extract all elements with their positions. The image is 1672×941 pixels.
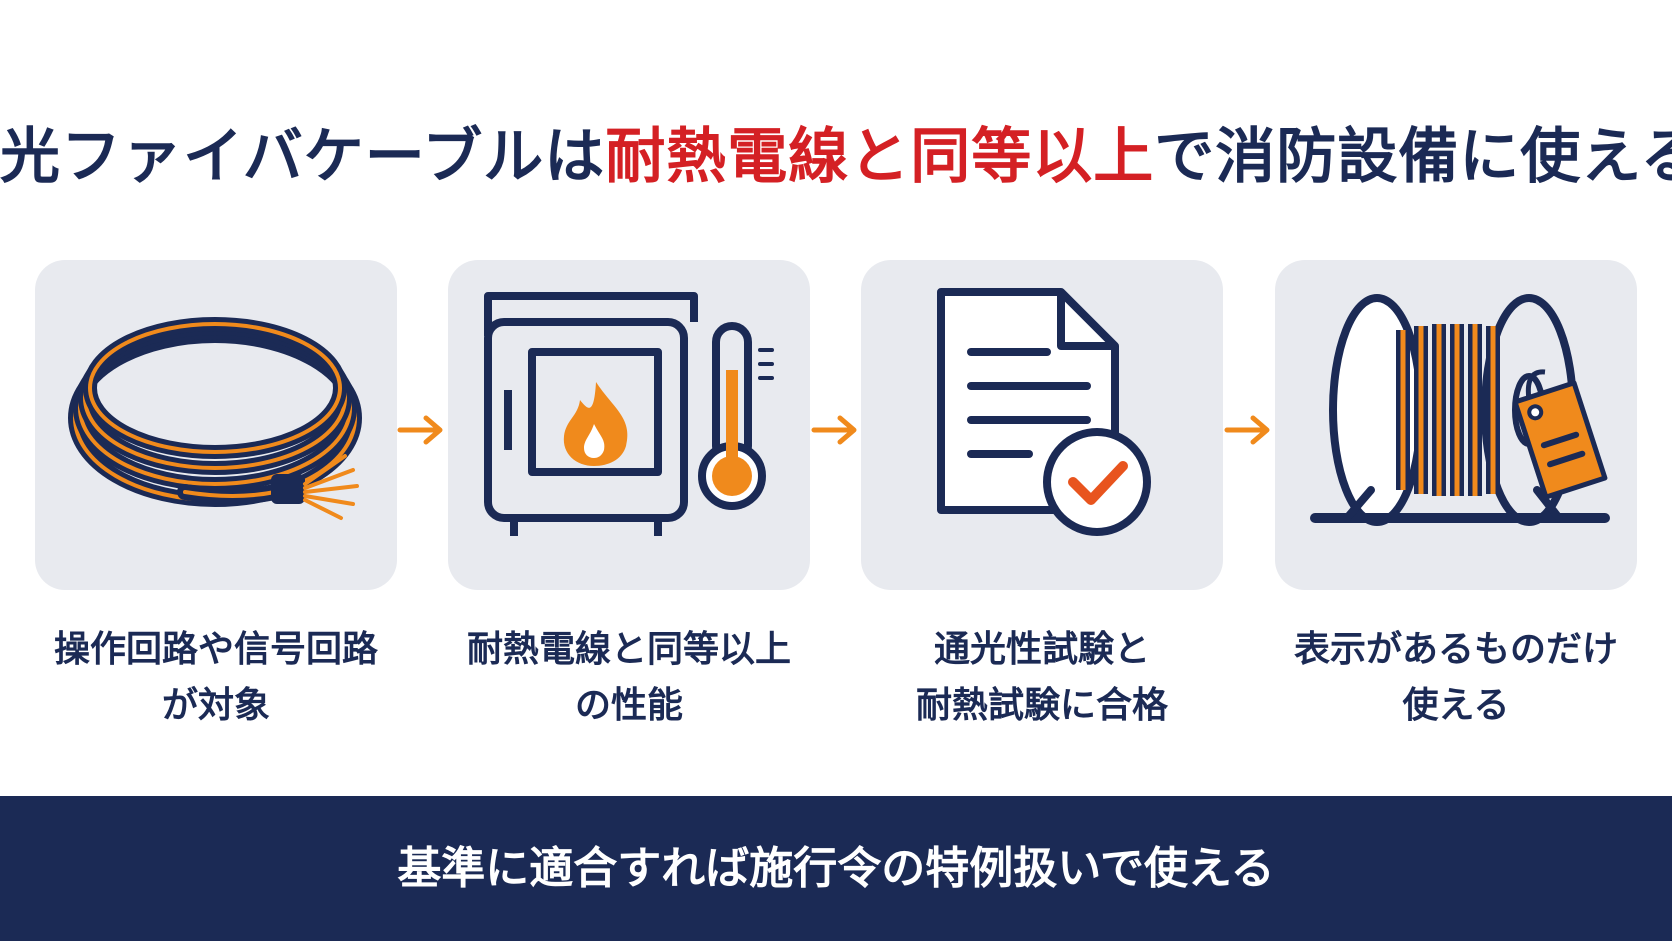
step-card-2 [448,260,810,590]
caption-line: 通光性試験と [933,629,1150,670]
caption-line: 使える [1402,685,1510,726]
caption-line: の性能 [574,685,683,726]
step-card-3 [861,260,1223,590]
step-caption-2: 耐熱電線と同等以上 の性能 [429,622,829,734]
title-part-1: 光ファイバケーブルは [0,122,606,192]
step-caption-3: 通光性試験と 耐熱試験に合格 [842,622,1242,734]
footer-banner: 基準に適合すれば施行令の特例扱いで使える [0,796,1672,941]
cable-coil-icon [68,317,362,520]
arrow-right-icon [397,415,443,445]
footer-text: 基準に適合すれば施行令の特例扱いで使える [397,843,1275,894]
page-title: 光ファイバケーブルは耐熱電線と同等以上で消防設備に使える [0,108,1672,195]
cable-reel-tag-icon [1310,294,1610,526]
caption-line: 耐熱試験に合格 [915,685,1168,726]
document-check-icon [937,288,1151,536]
step-caption-1: 操作回路や信号回路 が対象 [16,622,416,734]
title-part-3: で消防設備に使える [1154,122,1672,192]
caption-line: 表示があるものだけ [1293,629,1618,670]
caption-line: 耐熱電線と同等以上 [466,629,791,670]
step-card-1 [35,260,397,590]
title-highlight: 耐熱電線と同等以上 [605,122,1155,192]
arrow-right-icon [811,415,857,445]
arrow-right-icon [1224,415,1270,445]
step-card-4 [1275,260,1637,590]
caption-line: が対象 [161,685,270,726]
caption-line: 操作回路や信号回路 [53,629,378,670]
furnace-thermometer-icon [484,292,774,536]
step-caption-4: 表示があるものだけ 使える [1256,622,1656,734]
